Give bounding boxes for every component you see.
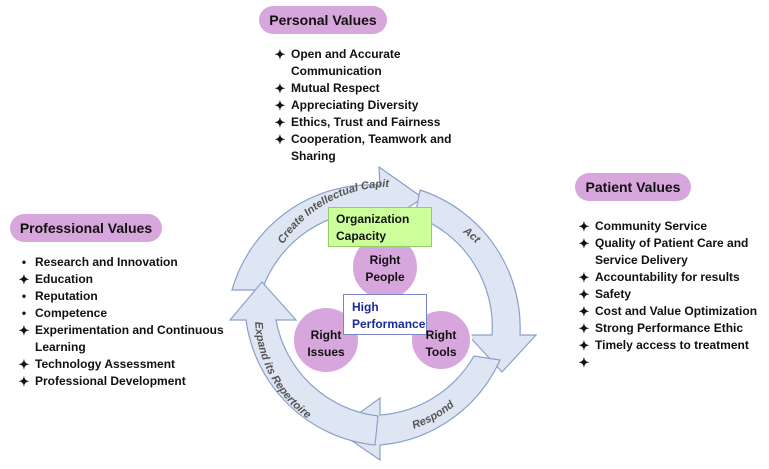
star-bullet-icon: ✦: [18, 323, 30, 338]
star-bullet-icon: ✦: [578, 304, 590, 319]
patient-value-text: Timely access to treatment: [595, 338, 749, 352]
professional-values-title: Professional Values: [10, 214, 162, 242]
star-bullet-icon: ✦: [274, 115, 286, 130]
professional-value-item: • Reputation: [14, 288, 234, 305]
professional-value-item: Learning: [14, 339, 234, 356]
patient-value-item: ✦ Cost and Value Optimization: [574, 303, 764, 320]
personal-value-text: Cooperation, Teamwork and: [291, 132, 452, 146]
professional-value-text: Research and Innovation: [35, 255, 178, 269]
professional-value-text: Experimentation and Continuous: [35, 323, 224, 337]
star-bullet-icon: ✦: [18, 374, 30, 389]
cycle-arrow-left: [228, 281, 379, 446]
patient-value-item: Service Delivery: [574, 252, 764, 269]
right-tools-label: Right Tools: [425, 328, 457, 359]
patient-value-item: ✦ Timely access to treatment: [574, 337, 764, 354]
professional-value-text: Competence: [35, 306, 108, 320]
cycle-arrow-top: [231, 165, 425, 291]
personal-value-text: Mutual Respect: [291, 81, 380, 95]
professional-value-text: Technology Assessment: [35, 357, 176, 371]
cycle-arrow-right: [414, 189, 538, 373]
personal-value-text: Communication: [291, 64, 382, 78]
patient-value-text: Safety: [595, 287, 632, 301]
star-bullet-icon: ✦: [274, 132, 286, 147]
patient-value-item: ✦ Quality of Patient Care and: [574, 235, 764, 252]
professional-value-text: Professional Development: [35, 374, 186, 388]
patient-values-list: ✦ Community Service ✦ Quality of Patient Ca…: [574, 218, 764, 371]
star-bullet-icon: ✦: [578, 321, 590, 336]
high-performance-box: High Performance: [343, 294, 427, 335]
professional-value-item: ✦ Professional Development: [14, 373, 234, 390]
right-issues-label: Right Issues: [307, 328, 345, 359]
dot-bullet-icon: •: [21, 255, 27, 269]
professional-value-item: ✦ Technology Assessment: [14, 356, 234, 373]
dot-bullet-icon: •: [21, 306, 27, 320]
star-bullet-icon: ✦: [18, 272, 30, 287]
patient-value-text: Quality of Patient Care and: [595, 236, 749, 250]
hp-line2: Performance: [352, 317, 426, 331]
patient-value-item: ✦ Strong Performance Ethic: [574, 320, 764, 337]
personal-value-item: ✦ Open and Accurate: [270, 46, 490, 63]
cycle-arrow-bottom: [334, 355, 501, 462]
patient-value-item: ✦: [574, 354, 764, 371]
star-bullet-icon: ✦: [18, 357, 30, 372]
star-bullet-icon: ✦: [578, 338, 590, 353]
personal-value-text: Appreciating Diversity: [291, 98, 419, 112]
patient-value-text: Accountability for results: [595, 270, 740, 284]
circle-right-issues: [292, 306, 360, 374]
personal-value-item: ✦ Cooperation, Teamwork and: [270, 131, 490, 148]
professional-value-item: • Research and Innovation: [14, 254, 234, 271]
patient-value-text: Strong Performance Ethic: [595, 321, 744, 335]
star-bullet-icon: ✦: [274, 47, 286, 62]
right-people-label: Right People: [365, 253, 405, 284]
patient-value-item: ✦ Safety: [574, 286, 764, 303]
patient-value-text: Service Delivery: [595, 253, 688, 267]
patient-value-text: Community Service: [595, 219, 708, 233]
professional-values-list: • Research and Innovation ✦ Education • Reput…: [14, 254, 234, 390]
patient-value-item: ✦ Accountability for results: [574, 269, 764, 286]
patient-values-title: Patient Values: [575, 173, 691, 201]
personal-value-item: ✦ Mutual Respect: [270, 80, 490, 97]
star-bullet-icon: ✦: [274, 81, 286, 96]
hp-line1: High: [352, 300, 379, 314]
professional-value-item: ✦ Experimentation and Continuous: [14, 322, 234, 339]
professional-value-item: ✦ Education: [14, 271, 234, 288]
org-line2: Capacity: [336, 229, 387, 243]
star-bullet-icon: ✦: [578, 270, 590, 285]
star-bullet-icon: ✦: [578, 287, 590, 302]
star-bullet-icon: ✦: [274, 98, 286, 113]
patient-value-text: Cost and Value Optimization: [595, 304, 758, 318]
professional-value-text: Learning: [35, 340, 86, 354]
personal-value-text: Sharing: [291, 149, 336, 163]
patient-value-item: ✦ Community Service: [574, 218, 764, 235]
star-bullet-icon: ✦: [578, 355, 590, 370]
star-bullet-icon: ✦: [578, 236, 590, 251]
personal-value-text: Ethics, Trust and Fairness: [291, 115, 441, 129]
star-bullet-icon: ✦: [578, 219, 590, 234]
personal-value-item: ✦ Ethics, Trust and Fairness: [270, 114, 490, 131]
professional-value-text: Reputation: [35, 289, 98, 303]
professional-value-item: • Competence: [14, 305, 234, 322]
org-line1: Organization: [336, 212, 410, 226]
dot-bullet-icon: •: [21, 289, 27, 303]
professional-value-text: Education: [35, 272, 94, 286]
organization-capacity-box: Organization Capacity: [328, 207, 432, 247]
personal-value-item: Sharing: [270, 148, 490, 165]
personal-values-title: Personal Values: [259, 6, 387, 34]
personal-value-item: Communication: [270, 63, 490, 80]
personal-value-text: Open and Accurate: [291, 47, 401, 61]
personal-value-item: ✦ Appreciating Diversity: [270, 97, 490, 114]
